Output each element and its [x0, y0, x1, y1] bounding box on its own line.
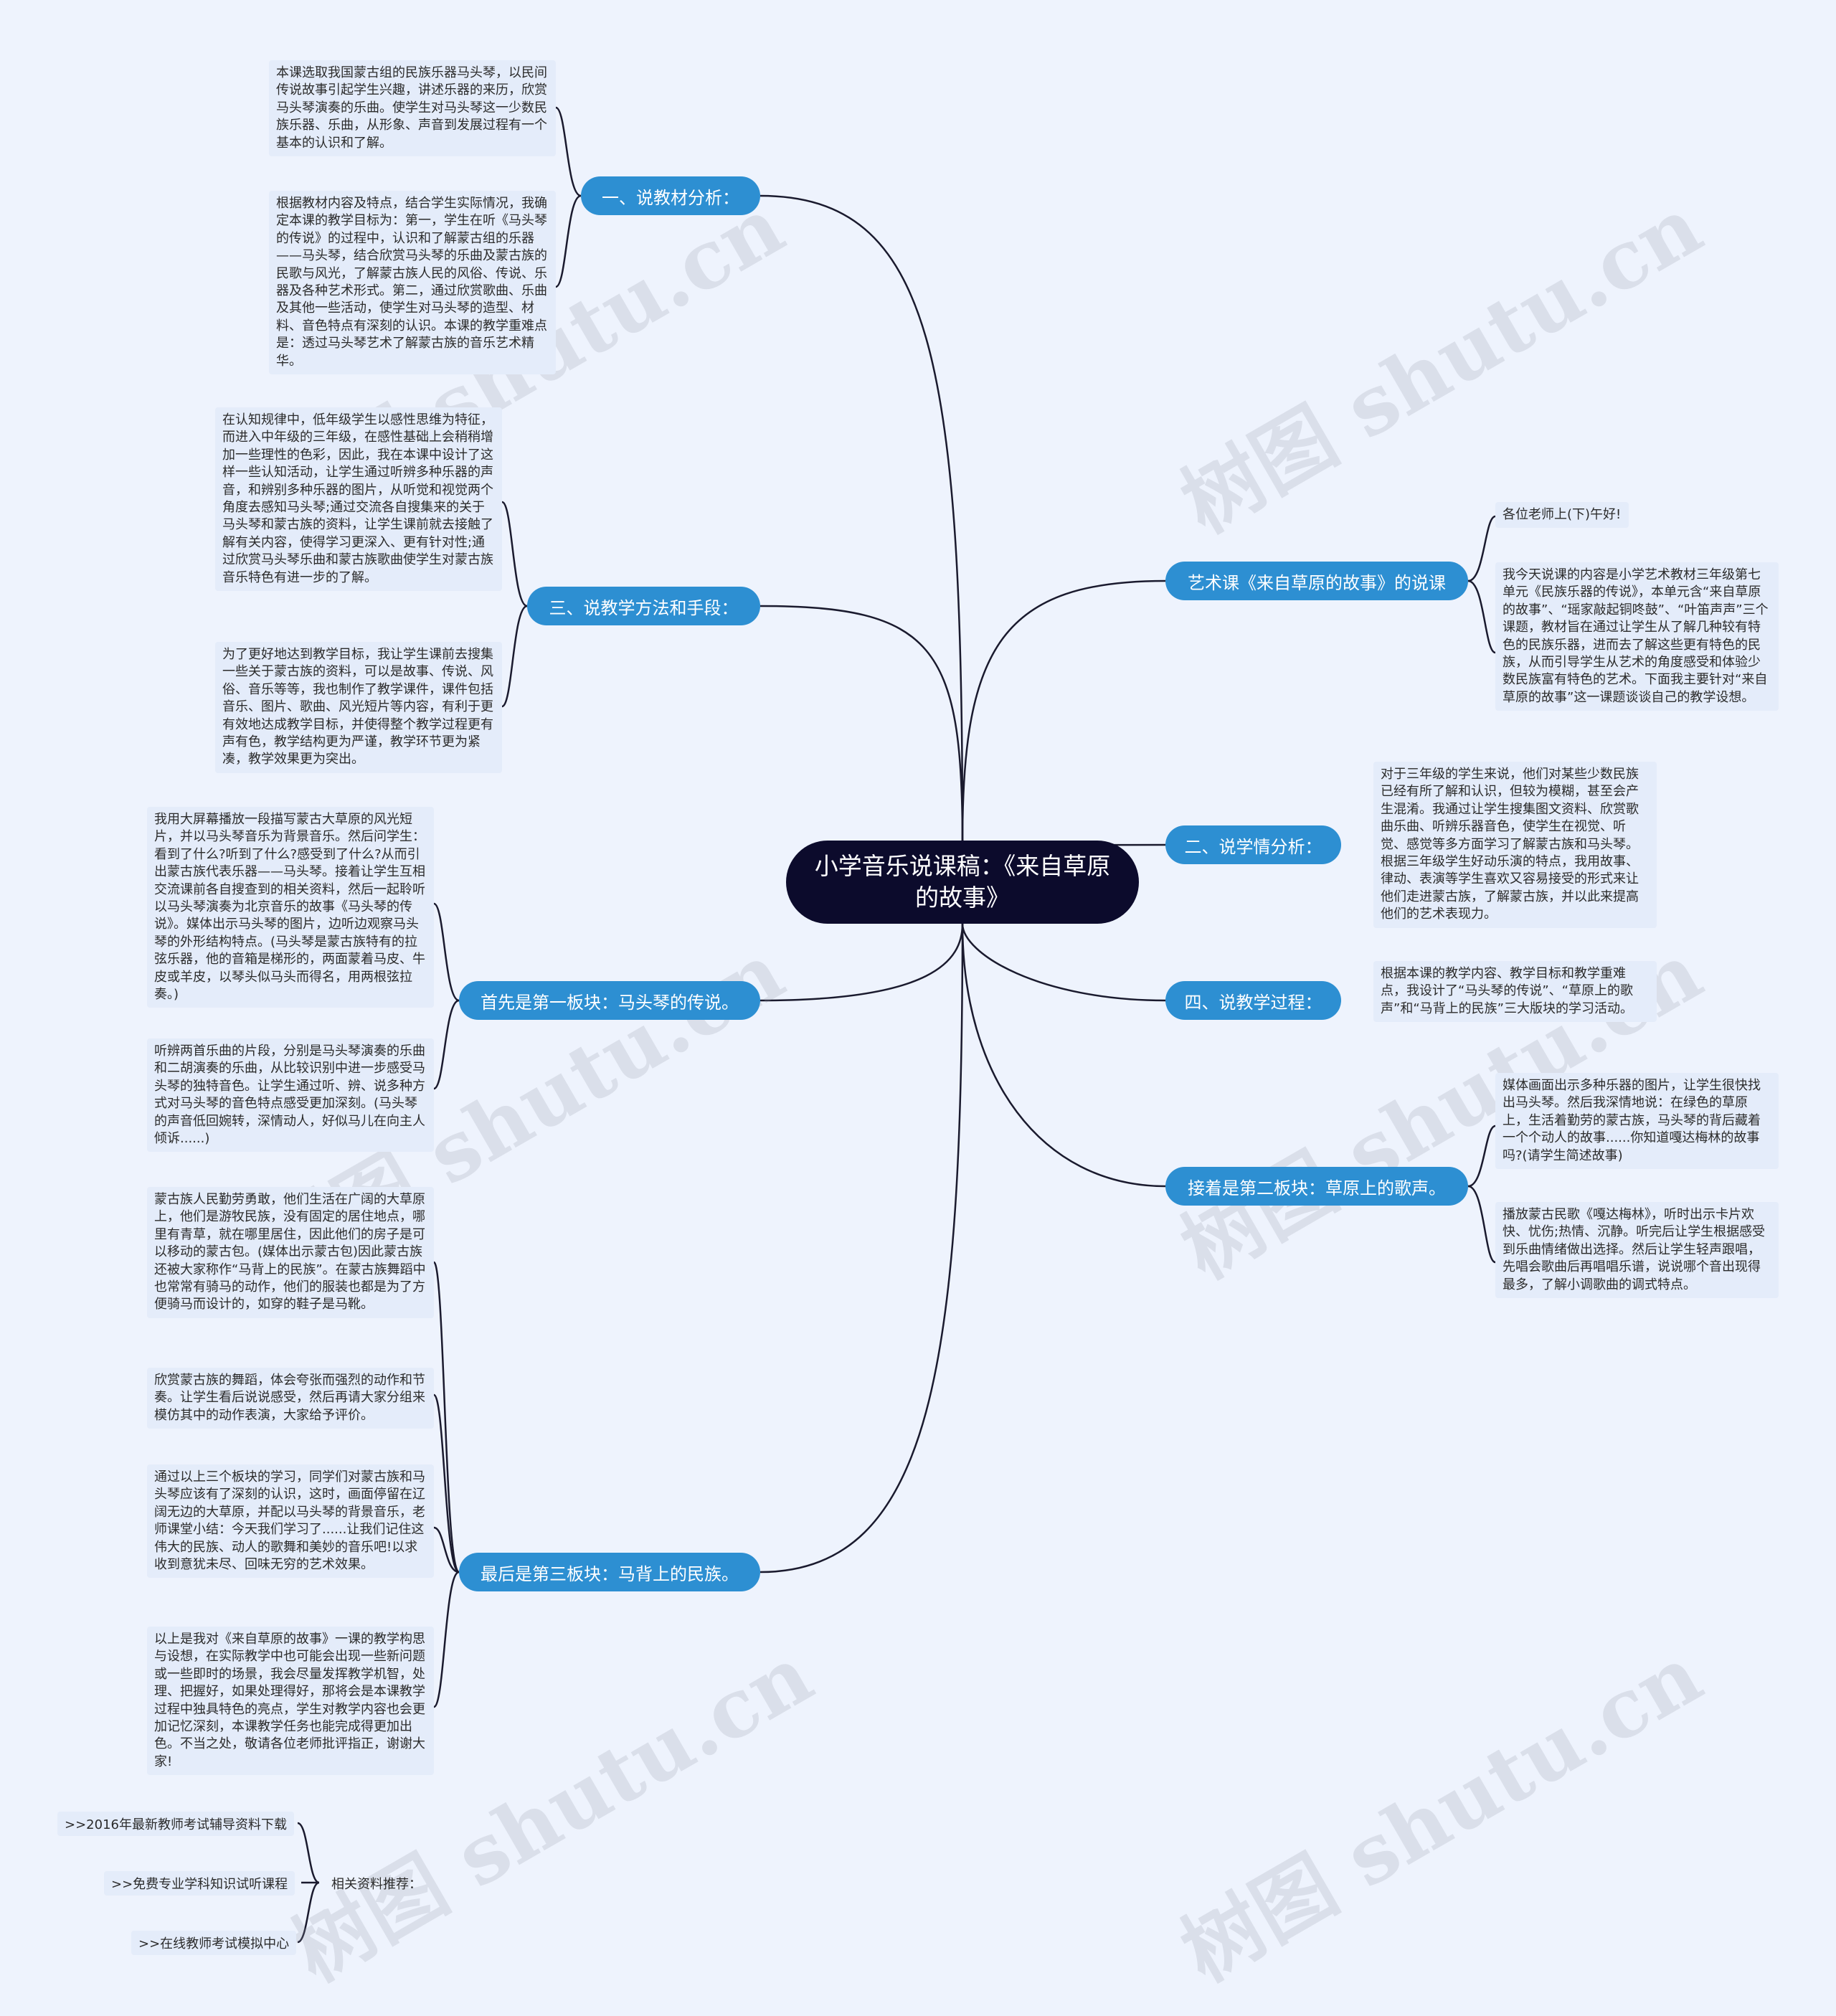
leaf-video-story: 我用大屏幕播放一段描写蒙古大草原的风光短片，并以马头琴音乐为背景音乐。然后问学生…	[147, 807, 434, 1008]
leaf-mongolian-people: 蒙古族人民勤劳勇敢，他们生活在广阔的大草原上，他们是游牧民族，没有固定的居住地点…	[147, 1187, 434, 1318]
leaf-folk-song: 播放蒙古民歌《嘎达梅林》，听时出示卡片欢快、忧伤;热情、沉静。听完后让学生根据感…	[1495, 1202, 1779, 1299]
branch-lesson-intro[interactable]: 艺术课《来自草原的故事》的说课	[1165, 562, 1468, 600]
leaf-three-sections: 根据本课的教学内容、教学目标和教学重难点，我设计了“马头琴的传说”、“草原上的歌…	[1373, 961, 1657, 1023]
branch-section-one[interactable]: 首先是第一板块：马头琴的传说。	[459, 981, 760, 1020]
root-topic[interactable]: 小学音乐说课稿：《来自草原的故事》	[786, 841, 1139, 924]
resource-link[interactable]: >>在线教师考试模拟中心	[131, 1931, 297, 1955]
leaf-find-instrument: 媒体画面出示多种乐器的图片，让学生很快找出马头琴。然后我深情地说：在绿色的草原上…	[1495, 1073, 1779, 1170]
branch-textbook-analysis[interactable]: 一、说教材分析：	[581, 176, 760, 215]
branch-teaching-methods[interactable]: 三、说教学方法和手段：	[527, 587, 760, 625]
leaf-textbook-intro: 本课选取我国蒙古组的民族乐器马头琴，以民间传说故事引起学生兴趣，讲述乐器的来历，…	[269, 60, 556, 157]
leaf-greeting: 各位老师上(下)午好!	[1495, 502, 1629, 529]
leaf-summary: 通过以上三个板块的学习，同学们对蒙古族和马头琴应该有了深刻的认识，这时，画面停留…	[147, 1464, 434, 1579]
leaf-dance: 欣赏蒙古族的舞蹈，体会夸张而强烈的动作和节奏。让学生看后说说感受，然后再请大家分…	[147, 1368, 434, 1429]
leaf-teaching-goals: 根据教材内容及特点，结合学生实际情况，我确定本课的教学目标为：第一，学生在听《马…	[269, 191, 556, 375]
leaf-courseware: 为了更好地达到教学目标，我让学生课前去搜集一些关于蒙古族的资料，可以是故事、传说…	[215, 642, 502, 773]
related-resources-label: 相关资料推荐：	[331, 1877, 422, 1892]
branch-section-three[interactable]: 最后是第三板块：马背上的民族。	[459, 1553, 760, 1591]
branch-teaching-process[interactable]: 四、说教学过程：	[1165, 981, 1341, 1020]
leaf-listening-compare: 听辨两首乐曲的片段，分别是马头琴演奏的乐曲和二胡演奏的乐曲，从比较识别中进一步感…	[147, 1038, 434, 1153]
leaf-cognitive-activities: 在认知规律中，低年级学生以感性思维为特征，而进入中年级的三年级，在感性基础上会稍…	[215, 407, 502, 592]
branch-student-analysis[interactable]: 二、说学情分析：	[1165, 825, 1341, 864]
leaf-student-situation: 对于三年级的学生来说，他们对某些少数民族已经有所了解和认识，但较为模糊，甚至会产…	[1373, 762, 1657, 928]
resource-link[interactable]: >>免费专业学科知识试听课程	[104, 1871, 295, 1896]
branch-section-two[interactable]: 接着是第二板块：草原上的歌声。	[1165, 1167, 1468, 1206]
leaf-closing: 以上是我对《来自草原的故事》一课的教学构思与设想，在实际教学中也可能会出现一些新…	[147, 1627, 434, 1776]
leaf-lesson-content: 我今天说课的内容是小学艺术教材三年级第七单元《民族乐器的传说》，本单元含“来自草…	[1495, 562, 1779, 711]
resource-link[interactable]: >>2016年最新教师考试辅导资料下载	[57, 1812, 294, 1836]
